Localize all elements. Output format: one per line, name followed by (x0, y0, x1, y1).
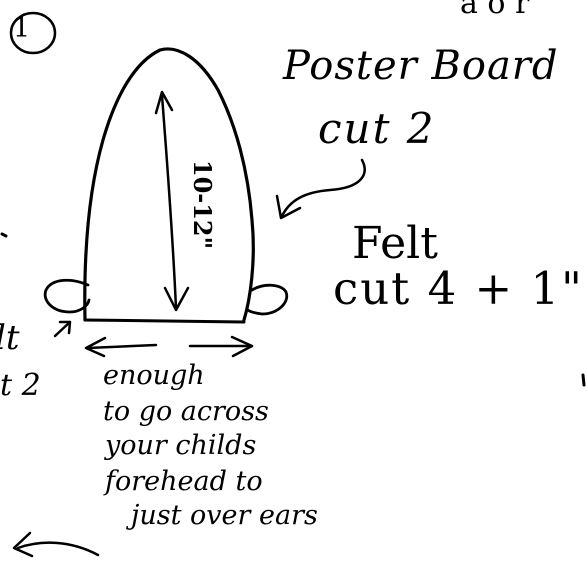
instruction-line: forehead to (105, 466, 263, 497)
hat-cone-outline (83, 47, 255, 322)
poster-board-pointer-arrow (280, 158, 366, 218)
left-edge-mark (0, 232, 8, 238)
instruction-line: enough (103, 360, 205, 391)
width-arrow-left-head (84, 336, 107, 358)
right-edge-mark (581, 373, 586, 387)
width-arrow-right-head (230, 335, 254, 358)
bottom-left-arrow-head (12, 531, 34, 558)
felt-quantity: cut 4 + 1" (333, 262, 584, 315)
poster-board-label: Poster Board (283, 43, 559, 89)
left-felt-label: lt (0, 318, 20, 358)
height-arrow-line (160, 93, 178, 310)
bottom-left-arrow (16, 541, 100, 557)
step-number: 1 (13, 13, 31, 44)
instruction-line: your childs (105, 430, 257, 461)
height-arrow-bottom-head (163, 286, 190, 312)
left-ear-flap (43, 278, 91, 314)
poster-board-quantity: cut 2 (318, 104, 436, 153)
right-ear-flap (246, 283, 289, 316)
instruction-line: to go across (103, 396, 269, 427)
felt-label: Felt (352, 218, 438, 269)
top-partial-text: a o r (460, 0, 530, 21)
left-felt-quantity: t 2 (0, 368, 41, 403)
instruction-line: just over ears (131, 500, 318, 531)
left-felt-pointer (53, 320, 72, 338)
step-number-circle (9, 11, 57, 55)
hat-base-line (83, 318, 246, 324)
poster-board-pointer-head (275, 194, 302, 220)
height-arrow-top-head (154, 90, 174, 115)
height-dimension-label: 10-12" (188, 159, 218, 250)
width-arrow-left (86, 343, 158, 350)
